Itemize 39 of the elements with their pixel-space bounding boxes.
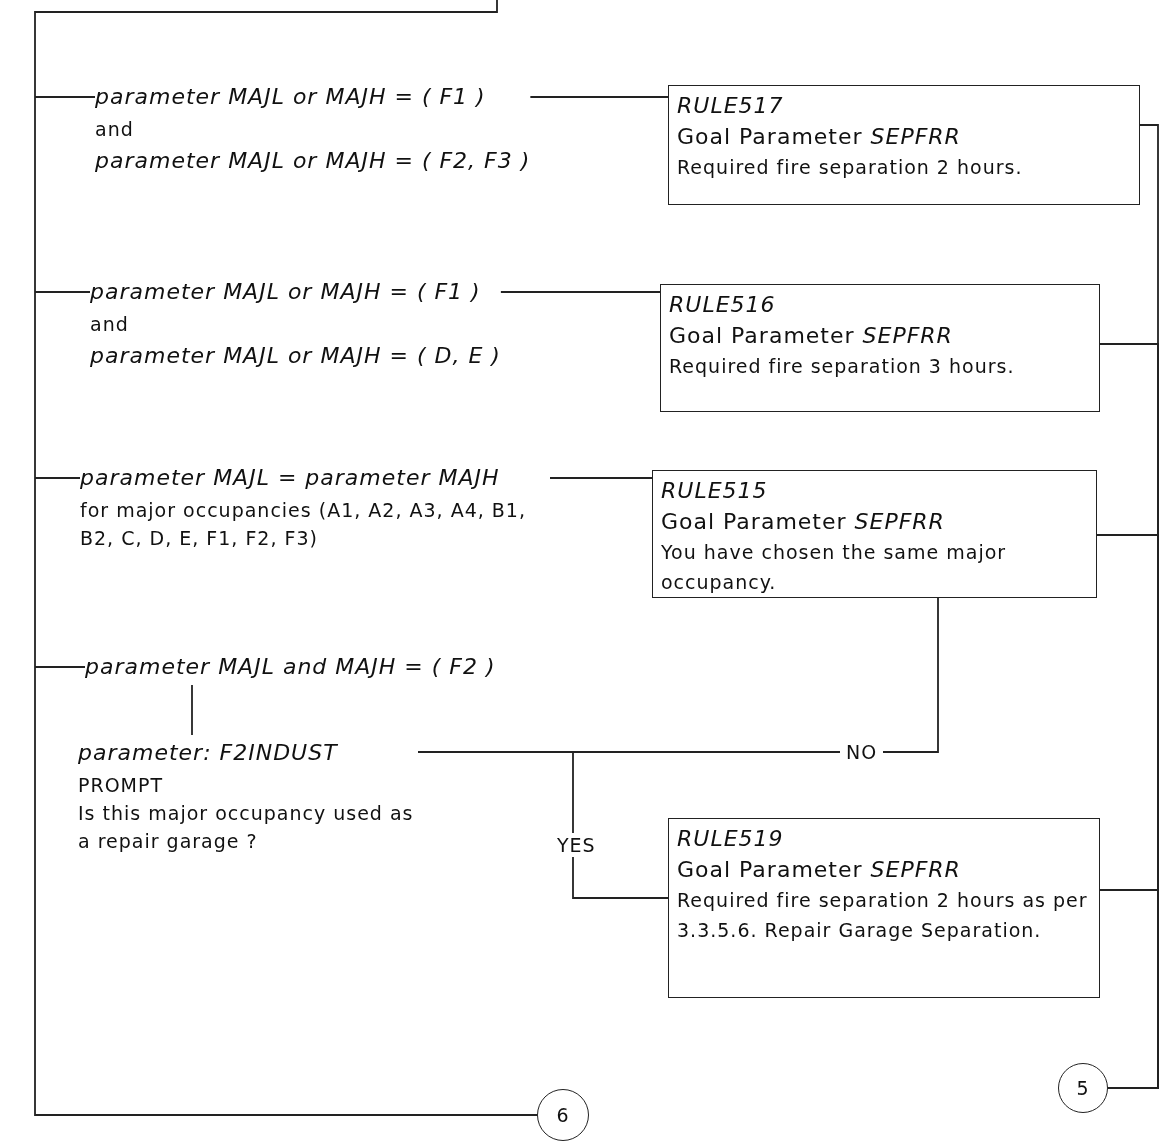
connector-circle	[1058, 1063, 1108, 1113]
connector-line	[500, 291, 661, 293]
condition-text: parameter MAJL or MAJH = ( F1 )	[95, 83, 486, 111]
connector-line	[34, 666, 86, 668]
note-text: for major occupancies (A1, A2, A3, A4, B1, B2, C, D, E, F1, F2, F3)	[80, 498, 527, 551]
condition-text: parameter MAJL or MAJH = ( D, E )	[90, 342, 501, 370]
note-text: and	[90, 312, 129, 337]
connector-line	[549, 477, 653, 479]
condition-text: parameter: F2INDUST	[78, 739, 338, 767]
connector-circle	[537, 1089, 589, 1141]
note-text: and	[95, 117, 134, 142]
goal-parameter: Goal Parameter SEPFRR	[677, 123, 961, 151]
rule-id: RULE519	[677, 825, 784, 853]
connector-line	[34, 477, 81, 479]
note-text: PROMPT	[78, 773, 164, 798]
rule-message: Required fire separation 2 hours.	[677, 155, 1023, 180]
condition-text: parameter MAJL = parameter MAJH	[80, 464, 500, 492]
connector-line	[34, 0, 538, 1116]
connector-line	[529, 96, 669, 98]
connector-line	[34, 291, 91, 293]
goal-parameter: Goal Parameter SEPFRR	[669, 322, 953, 350]
connector-line	[191, 684, 193, 736]
condition-text: parameter MAJL or MAJH = ( F1 )	[90, 278, 481, 306]
connector-number: 6	[556, 1103, 570, 1128]
rule-message: You have chosen the same major occupancy.	[661, 540, 1008, 595]
connector-line	[1099, 889, 1159, 1089]
rule-message: Required fire separation 3 hours.	[669, 354, 1015, 379]
rule-message: Required fire separation 2 hours as per 3.3.5.6. Repair Garage Separation.	[677, 888, 1089, 943]
goal-parameter: Goal Parameter SEPFRR	[661, 508, 945, 536]
connector-line	[34, 96, 96, 98]
connector-line	[417, 751, 669, 899]
goal-parameter: Goal Parameter SEPFRR	[677, 856, 961, 884]
condition-text: parameter MAJL and MAJH = ( F2 )	[85, 653, 496, 681]
note-text: Is this major occupancy used as a repair garage ?	[78, 801, 415, 854]
connector-number: 5	[1076, 1076, 1090, 1101]
rule-id: RULE517	[677, 92, 784, 120]
rule-id: RULE516	[669, 291, 776, 319]
condition-text: parameter MAJL or MAJH = ( F2, F3 )	[95, 147, 531, 175]
rule-id: RULE515	[661, 477, 768, 505]
